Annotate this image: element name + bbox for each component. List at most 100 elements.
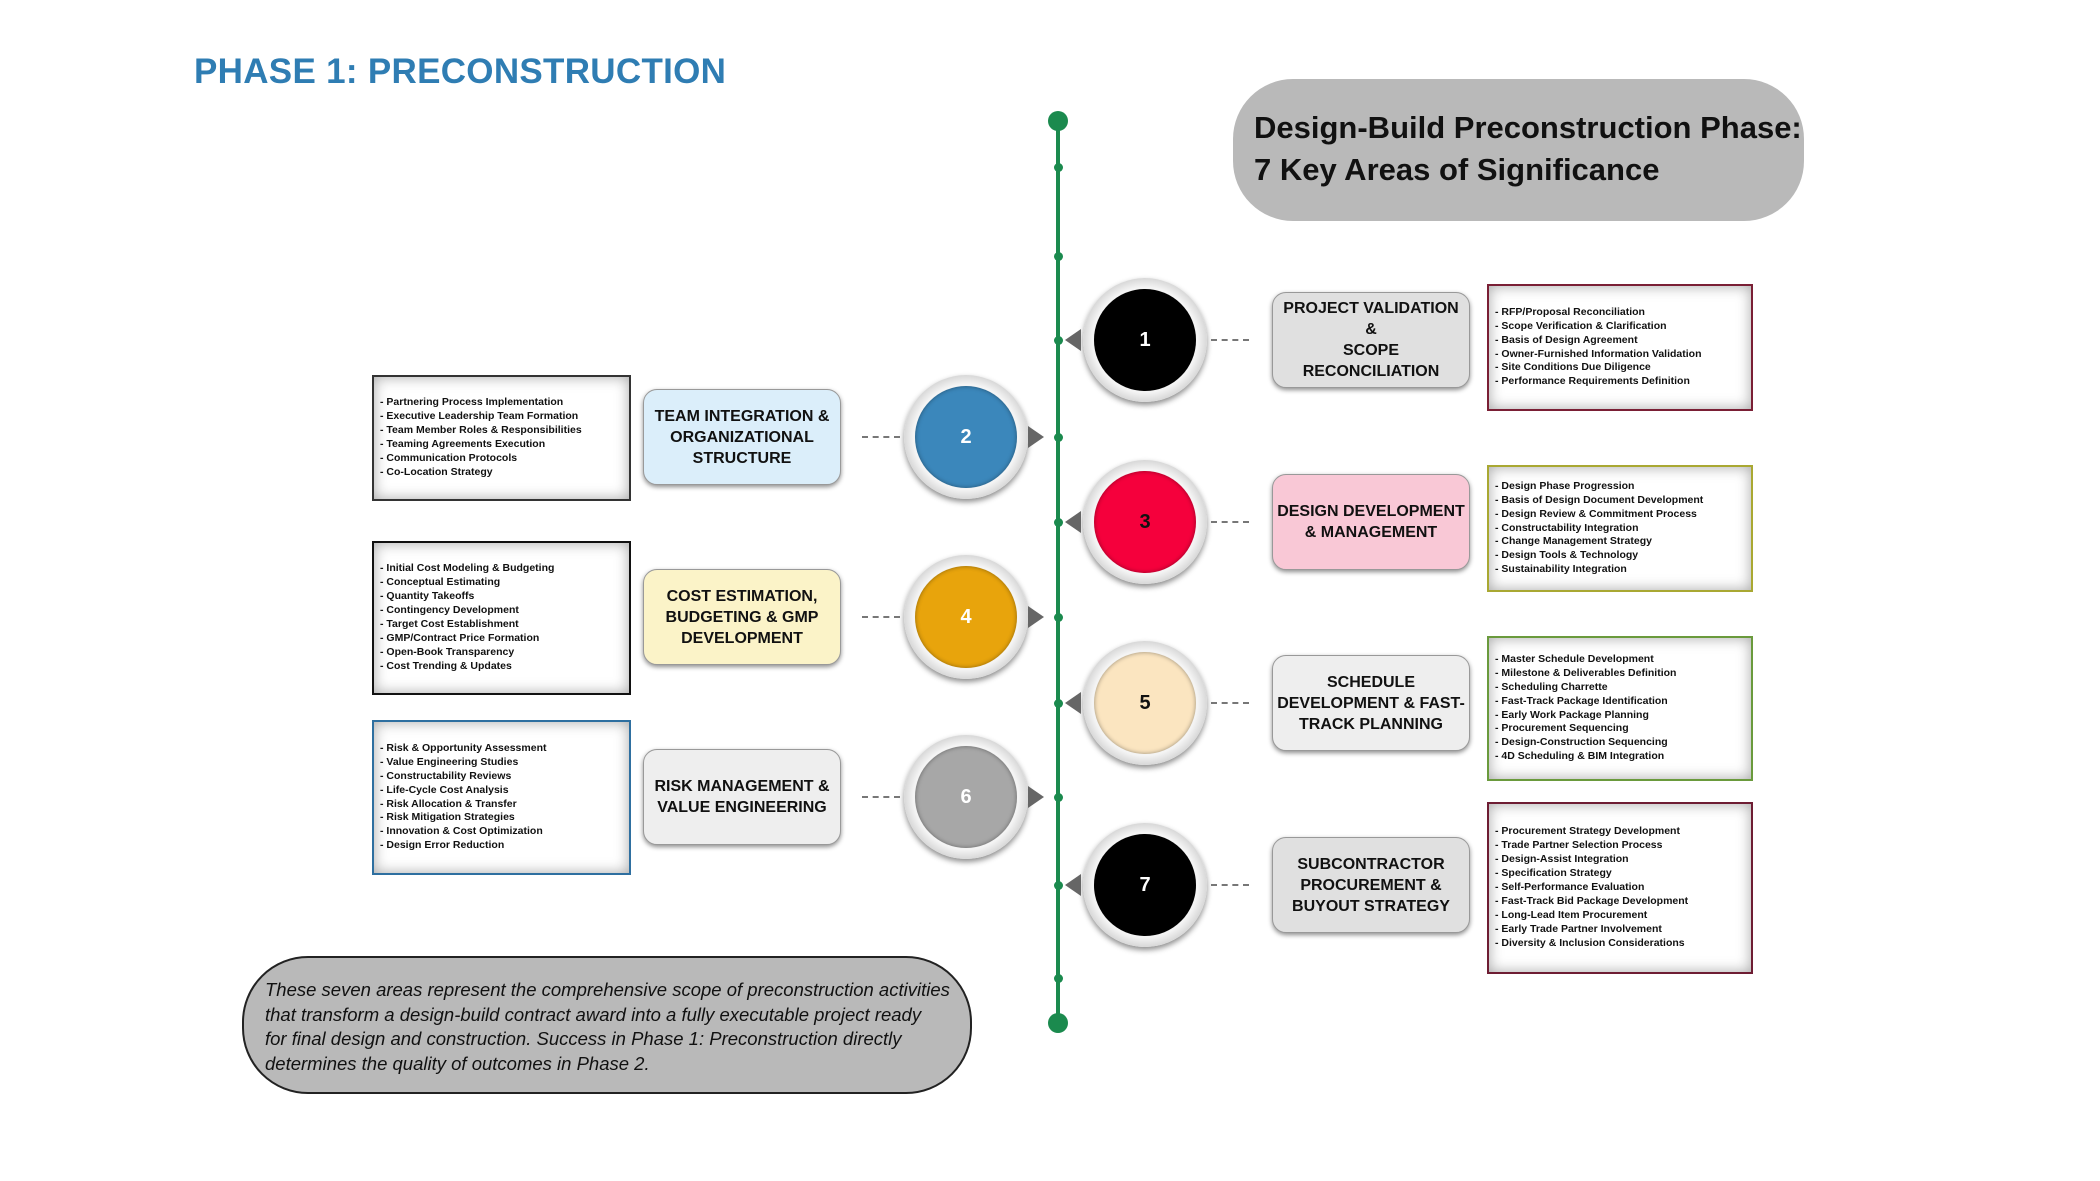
detail-item: - Fast-Track Bid Package Development [1495, 894, 1689, 907]
detail-item: - RFP/Proposal Reconciliation [1495, 305, 1645, 318]
timeline-dot [1053, 612, 1063, 622]
timeline-start-dot [1048, 111, 1068, 131]
area-details-box: - Partnering Process Implementation- Exe… [372, 375, 631, 501]
detail-item: - Basis of Design Document Development [1495, 493, 1704, 506]
detail-item: - Risk Mitigation Strategies [380, 811, 515, 824]
pointer-right-icon [1028, 786, 1044, 808]
detail-item: - Executive Leadership Team Formation [380, 410, 579, 423]
summary-bubble: These seven areas represent the comprehe… [242, 956, 972, 1094]
detail-item: - Design-Construction Sequencing [1495, 736, 1668, 749]
detail-item: - Early Work Package Planning [1495, 708, 1649, 721]
detail-item: - Diversity & Inclusion Considerations [1495, 936, 1685, 949]
area-title-line: PROCUREMENT & [1300, 876, 1442, 894]
area-title: SUBCONTRACTOR PROCUREMENT & BUYOUT STRATEG… [1292, 854, 1450, 917]
detail-item: - Change Management Strategy [1495, 535, 1652, 548]
area-number: 4 [915, 566, 1017, 668]
area-number: 2 [915, 386, 1017, 488]
detail-item: - Cost Trending & Updates [380, 659, 512, 672]
connector-dash [862, 616, 900, 618]
detail-item: - Performance Requirements Definition [1495, 375, 1690, 388]
detail-item: - Early Trade Partner Involvement [1495, 922, 1662, 935]
detail-item: - Master Schedule Development [1495, 652, 1654, 665]
detail-item: - 4D Scheduling & BIM Integration [1495, 750, 1665, 763]
timeline-dot [1053, 880, 1063, 890]
pointer-right-icon [1028, 426, 1044, 448]
timeline-dot [1053, 973, 1063, 983]
area-title-line: VALUE ENGINEERING [657, 799, 827, 816]
timeline-end-dot [1048, 1013, 1068, 1033]
area-details-box: - Design Phase Progression- Basis of Des… [1487, 465, 1753, 592]
detail-item: - Co-Location Strategy [380, 465, 493, 478]
area-number: 5 [1094, 652, 1196, 754]
header-line-1: Design-Build Preconstruction Phase: [1254, 110, 1802, 145]
area-title: PROJECT VALIDATION &SCOPE RECONCILIATION [1277, 298, 1465, 382]
detail-item: - Scheduling Charrette [1495, 680, 1608, 693]
area-title-line: PROJECT VALIDATION & [1283, 300, 1459, 338]
area-title-line: RISK MANAGEMENT & [654, 778, 830, 795]
detail-item: - Milestone & Deliverables Definition [1495, 666, 1677, 679]
detail-item: - Innovation & Cost Optimization [380, 825, 543, 838]
detail-item: - Constructability Integration [1495, 521, 1639, 534]
detail-item: - Partnering Process Implementation [380, 396, 564, 409]
area-title-line: SUBCONTRACTOR [1297, 855, 1445, 873]
area-label: SUBCONTRACTOR PROCUREMENT & BUYOUT STRATEG… [1272, 837, 1470, 933]
detail-item: - Long-Lead Item Procurement [1495, 908, 1648, 921]
connector-dash [862, 436, 900, 438]
detail-item: - Design Review & Commitment Process [1495, 507, 1697, 520]
area-title-line: STRUCTURE [692, 449, 792, 467]
area-circle-3: 3 [1083, 460, 1207, 584]
area-number: 6 [915, 746, 1017, 848]
detail-item: - Initial Cost Modeling & Budgeting [380, 562, 555, 575]
detail-item: - Trade Partner Selection Process [1495, 839, 1663, 852]
summary-line: for final design and construction. Succe… [265, 1028, 902, 1049]
area-title-line: BUDGETING & GMP [665, 608, 819, 626]
area-number: 7 [1094, 834, 1196, 936]
detail-item: - Design Error Reduction [380, 839, 505, 852]
area-circle-4: 4 [904, 555, 1028, 679]
detail-item: - Fast-Track Package Identification [1495, 694, 1668, 707]
detail-item: - Contingency Development [380, 604, 519, 617]
area-title-line: DESIGN DEVELOPMENT [1277, 503, 1465, 520]
detail-item: - Design Tools & Technology [1495, 549, 1639, 562]
detail-item: - Team Member Roles & Responsibilities [380, 424, 582, 437]
area-number: 3 [1094, 471, 1196, 573]
detail-item: - Constructability Reviews [380, 769, 512, 782]
area-title-line: BUYOUT STRATEGY [1292, 897, 1450, 915]
area-circle-5: 5 [1083, 641, 1207, 765]
detail-item: - Procurement Strategy Development [1495, 825, 1680, 838]
detail-item: - Self-Performance Evaluation [1495, 881, 1645, 894]
area-details-box: - Procurement Strategy Development- Trad… [1487, 802, 1753, 974]
pointer-left-icon [1065, 874, 1081, 896]
area-details-box: - Initial Cost Modeling & Budgeting - Con… [372, 541, 631, 695]
pointer-left-icon [1065, 692, 1081, 714]
connector-dash [1211, 884, 1249, 886]
area-title-line: & MANAGEMENT [1304, 524, 1438, 541]
timeline-dot [1053, 162, 1063, 172]
timeline-dot [1053, 517, 1063, 527]
connector-dash [1211, 702, 1249, 704]
area-details-box: - Risk & Opportunity Assessment- Value E… [372, 720, 631, 875]
area-circle-7: 7 [1083, 823, 1207, 947]
summary-line: determines the quality of outcomes in Ph… [265, 1052, 650, 1074]
detail-item: - Quantity Takeoffs [380, 590, 475, 603]
area-label: RISK MANAGEMENT & VALUE ENGINEERING [643, 749, 841, 845]
area-title-line: TEAM INTEGRATION & [654, 407, 830, 425]
detail-item: - Risk Allocation & Transfer [380, 797, 517, 810]
area-title-line: DEVELOPMENT [681, 629, 803, 647]
detail-item: - Teaming Agreements Execution [380, 438, 546, 450]
area-circle-6: 6 [904, 735, 1028, 859]
detail-item: - Open-Book Transparency [380, 645, 515, 658]
area-details-box: - RFP/Proposal Reconciliation- Scope Ver… [1487, 284, 1753, 411]
pointer-left-icon [1065, 511, 1081, 533]
detail-item: - Sustainability Integration [1495, 563, 1627, 576]
timeline-dot [1053, 432, 1063, 442]
timeline-line [1056, 121, 1060, 1023]
connector-dash [1211, 521, 1249, 523]
detail-item: - Procurement Sequencing [1495, 722, 1629, 735]
area-label: PROJECT VALIDATION &SCOPE RECONCILIATION [1272, 292, 1470, 388]
timeline-dot [1053, 792, 1063, 802]
